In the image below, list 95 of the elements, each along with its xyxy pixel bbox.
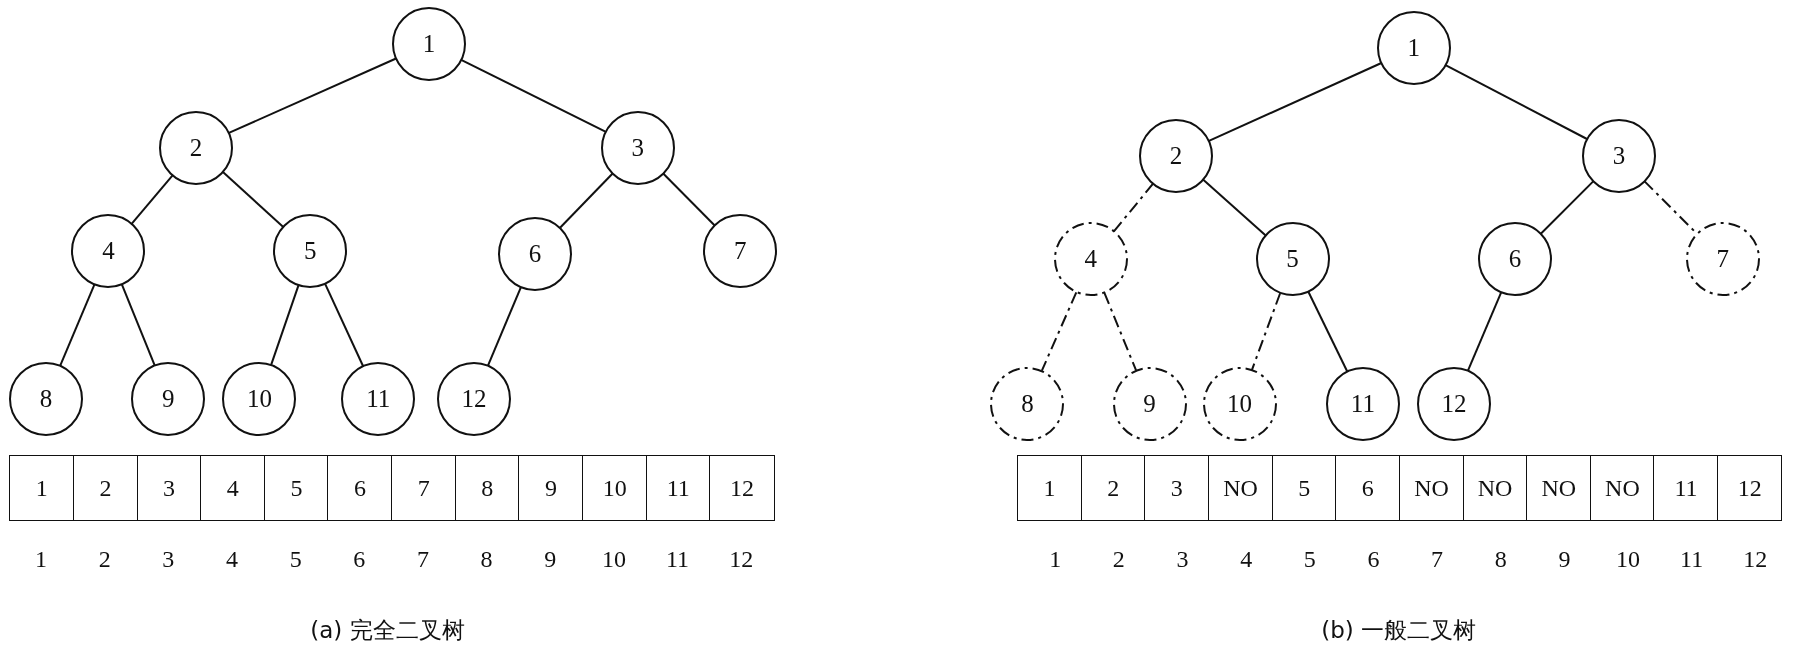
- caption-text: (a) 完全二叉树: [310, 615, 465, 645]
- index-number: 7: [416, 545, 429, 573]
- index-number: 9: [544, 545, 557, 573]
- tree-edge: [1539, 180, 1595, 235]
- tree-edge: [1444, 64, 1588, 140]
- tree-node: 1: [1375, 10, 1452, 87]
- tree-edge: [1307, 290, 1349, 373]
- index-number: 1: [1049, 545, 1062, 573]
- index-number: 3: [1176, 545, 1189, 573]
- table-cell: 7: [391, 455, 457, 522]
- tree-edge: [1040, 291, 1078, 372]
- table-cell: NO: [1526, 455, 1592, 522]
- tree-node: 11: [1324, 365, 1401, 442]
- tree-node: 8: [8, 360, 85, 437]
- tree-node: 7: [702, 213, 779, 290]
- tree-edge: [130, 174, 174, 225]
- index-number: 1: [35, 545, 48, 573]
- table-cell: 2: [72, 455, 138, 522]
- tree-edge: [1467, 291, 1503, 372]
- table-cell: 4: [200, 455, 266, 522]
- table-cell: 3: [136, 455, 202, 522]
- tree-node: 12: [435, 360, 512, 437]
- tree-node: 12: [1416, 365, 1492, 442]
- table-cell: 10: [582, 455, 648, 522]
- index-number: 5: [289, 545, 302, 573]
- tree-node: 6: [1477, 221, 1554, 298]
- tree-edge: [59, 283, 96, 367]
- table-cell: 3: [1144, 455, 1210, 522]
- index-number: 8: [1494, 545, 1507, 573]
- tree-node: 2: [158, 109, 234, 186]
- dashed-tree-node: 10: [1201, 365, 1278, 442]
- dashed-tree-node: 9: [1111, 365, 1188, 442]
- index-number: 10: [601, 545, 626, 573]
- tree-node: 2: [1138, 117, 1215, 194]
- table-cell: 12: [1717, 455, 1783, 522]
- tree-edge: [1112, 182, 1155, 233]
- table-cell: 6: [327, 455, 393, 522]
- index-number: 3: [162, 545, 175, 573]
- index-number: 6: [353, 545, 366, 573]
- index-number: 5: [1303, 545, 1316, 573]
- dashed-tree-node: 8: [989, 365, 1066, 442]
- tree-node: 3: [1580, 117, 1657, 194]
- tree-node: 6: [497, 215, 573, 292]
- table-cell: NO: [1589, 455, 1655, 522]
- index-number: 4: [226, 545, 238, 573]
- table-cell: 5: [1271, 455, 1337, 522]
- tree-edge: [1103, 291, 1137, 372]
- dashed-tree-node: 7: [1684, 221, 1761, 298]
- index-number: 7: [1431, 545, 1444, 573]
- index-number: 2: [98, 545, 111, 573]
- tree-edge: [270, 284, 300, 366]
- tree-edge: [1207, 62, 1382, 142]
- table-cell: 6: [1335, 455, 1401, 522]
- index-number: 12: [1743, 545, 1768, 573]
- tree-edge: [120, 283, 156, 367]
- index-number: 12: [729, 545, 754, 573]
- table-cell: 12: [709, 455, 775, 522]
- tree-node: 4: [70, 213, 147, 290]
- tree-edge: [221, 170, 285, 229]
- index-number: 11: [666, 545, 690, 573]
- table-cell: 1: [9, 455, 75, 522]
- tree-edge: [227, 57, 398, 134]
- index-number: 9: [1558, 545, 1571, 573]
- table-cell: 11: [1653, 455, 1719, 522]
- tree-node: 5: [1254, 221, 1331, 298]
- tree-edge: [1250, 292, 1282, 371]
- table-cell: NO: [1462, 455, 1528, 522]
- table-cell: 5: [263, 455, 329, 522]
- table-cell: NO: [1207, 455, 1274, 522]
- index-number: 4: [1240, 545, 1253, 573]
- tree-node: 11: [340, 360, 417, 437]
- index-number: 6: [1367, 545, 1380, 573]
- tree-node: 10: [221, 360, 298, 437]
- index-number: 2: [1112, 545, 1125, 573]
- tree-node: 9: [130, 360, 207, 437]
- table-cell: 1: [1017, 455, 1083, 522]
- table-cell: NO: [1398, 455, 1465, 522]
- index-number: 8: [480, 545, 493, 573]
- tree-node: 5: [272, 213, 349, 290]
- table-cell: 8: [454, 455, 520, 522]
- table-cell: 9: [518, 455, 584, 522]
- tree-edge: [324, 283, 365, 368]
- tree-node: 1: [390, 5, 467, 82]
- tree-edge: [559, 172, 614, 229]
- dashed-tree-node: 4: [1052, 221, 1129, 298]
- tree-edge: [661, 172, 716, 227]
- tree-edge: [486, 285, 523, 367]
- tree-node: 3: [599, 109, 676, 186]
- caption-text: (b) 一般二叉树: [1321, 615, 1477, 645]
- index-number: 10: [1616, 545, 1640, 573]
- tree-edge: [460, 58, 607, 133]
- index-number: 11: [1680, 545, 1704, 573]
- tree-edge: [1202, 178, 1267, 237]
- table-cell: 2: [1080, 455, 1146, 522]
- table-cell: 11: [645, 455, 711, 522]
